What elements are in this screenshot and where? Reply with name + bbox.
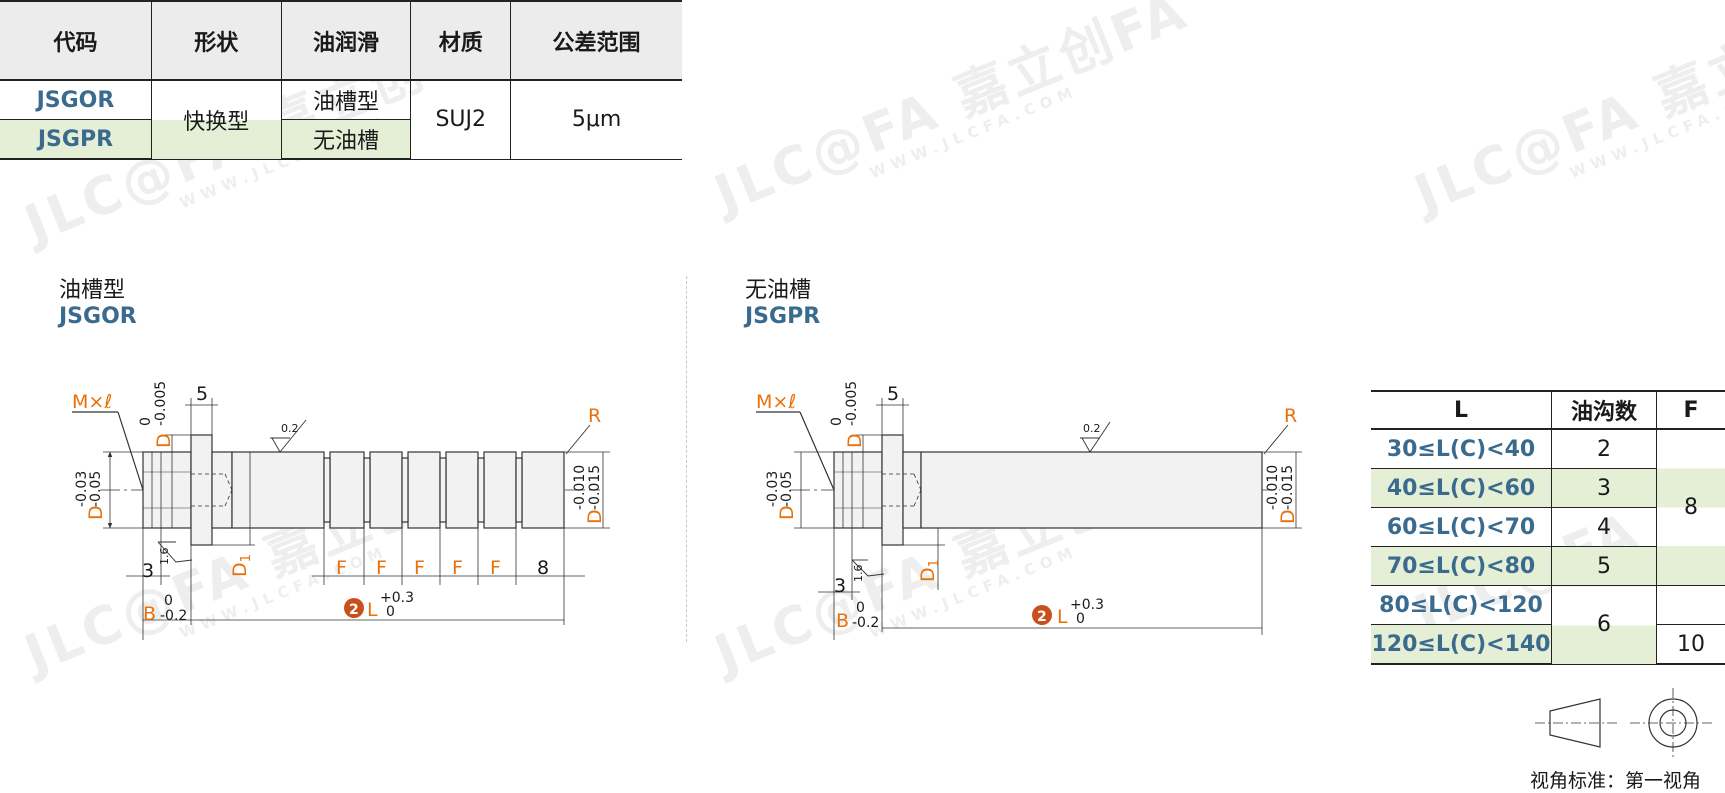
table-row: 30≤L(C)<40 2 8 <box>1371 429 1725 469</box>
b-tol-upper: 0 <box>856 600 865 616</box>
dim-3: 3 <box>834 575 846 597</box>
head-tol-lower: -0.005 <box>844 381 860 426</box>
groove-cell: 2 <box>1552 429 1657 469</box>
range-cell: 40≤L(C)<60 <box>1371 469 1552 508</box>
header-grooves: 油沟数 <box>1552 391 1657 429</box>
table-row: 120≤L(C)<140 10 <box>1371 625 1725 665</box>
table-row: 80≤L(C)<120 6 <box>1371 586 1725 625</box>
d-tol-lower: -0.015 <box>1280 465 1296 510</box>
b-label: B <box>836 610 849 632</box>
f-cell: 10 <box>1657 625 1725 665</box>
l-badge-num: 2 <box>1037 609 1047 625</box>
d-label: D <box>844 433 866 448</box>
length-table: L 油沟数 F 30≤L(C)<40 2 8 40≤L(C)<60 3 60≤L… <box>1371 390 1725 665</box>
roughness-label: 0.2 <box>1083 422 1101 435</box>
header-l: L <box>1371 391 1552 429</box>
groove-cell: 6 <box>1552 586 1657 665</box>
b-tol-lower: -0.2 <box>852 615 879 631</box>
l-tol-lower: 0 <box>1076 611 1085 627</box>
mxl-label: M×ℓ <box>756 391 796 413</box>
groove-cell: 3 <box>1552 469 1657 508</box>
range-cell: 120≤L(C)<140 <box>1371 625 1552 665</box>
range-cell: 60≤L(C)<70 <box>1371 508 1552 547</box>
groove-cell: 4 <box>1552 508 1657 547</box>
header-f: F <box>1657 391 1725 429</box>
f-cell: 8 <box>1657 429 1725 586</box>
jsgpr-drawing: M×ℓ 5 3 B 0 -0.2 R 2 L +0.3 0 0.2 1.6 D … <box>0 0 1320 650</box>
r-label: R <box>1284 405 1297 427</box>
dim-5: 5 <box>887 383 899 405</box>
range-cell: 30≤L(C)<40 <box>1371 429 1552 469</box>
length-header-row: L 油沟数 F <box>1371 391 1725 429</box>
d-tol-upper: -0.010 <box>1265 465 1281 510</box>
f-cell-empty <box>1657 586 1725 625</box>
groove-cell: 5 <box>1552 547 1657 586</box>
range-cell: 80≤L(C)<120 <box>1371 586 1552 625</box>
range-cell: 70≤L(C)<80 <box>1371 547 1552 586</box>
head-tol-upper: 0 <box>829 417 845 426</box>
roughness-label: 1.6 <box>852 565 865 583</box>
d1-label: D1 <box>917 559 942 582</box>
first-angle-projection-icon <box>1530 685 1720 760</box>
l-label: L <box>1057 606 1068 628</box>
d-label: D <box>1277 509 1299 524</box>
projection-caption: 视角标准：第一视角 <box>1530 766 1701 793</box>
d-tol-lower: -0.05 <box>779 471 795 507</box>
